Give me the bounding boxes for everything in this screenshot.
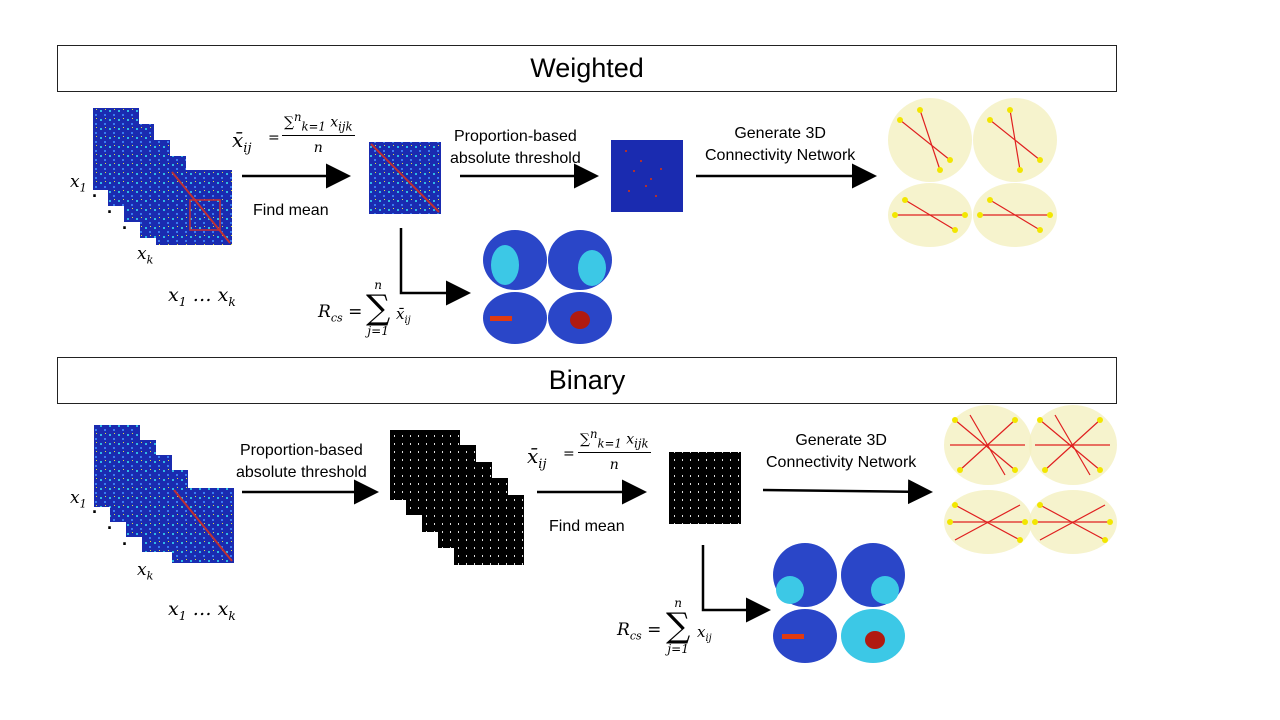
binary-title: Binary bbox=[548, 365, 626, 395]
weighted-rcs-lhs: Rcs = bbox=[318, 302, 363, 325]
weighted-rcs-sum: n ∑ j=1 bbox=[366, 278, 391, 338]
binary-brain-renderings bbox=[773, 543, 905, 663]
weighted-mean-fraction: ∑nk=1 xijk n bbox=[282, 110, 355, 157]
binary-thresholded-stack bbox=[390, 430, 524, 565]
binary-connectivity-network bbox=[944, 405, 1117, 554]
weighted-arrow-rcs bbox=[399, 228, 471, 306]
weighted-title: Weighted bbox=[530, 53, 644, 83]
binary-find-mean-label: Find mean bbox=[549, 518, 625, 535]
weighted-stack-first-label: x1 bbox=[70, 172, 87, 195]
weighted-find-mean-label: Find mean bbox=[253, 202, 329, 219]
binary-input-matrix-stack bbox=[94, 425, 234, 563]
binary-threshold-label: Proportion-based absolute threshold bbox=[236, 442, 367, 481]
stack-dot: · bbox=[122, 218, 128, 238]
weighted-connectivity-network bbox=[888, 98, 1057, 247]
binary-rcs-lhs: Rcs = bbox=[617, 620, 662, 643]
binary-stack-first-label: x1 bbox=[70, 488, 87, 511]
weighted-brain-renderings bbox=[483, 230, 612, 344]
weighted-mean-matrix bbox=[369, 142, 441, 214]
weighted-matrix-stack-graphic bbox=[93, 108, 232, 245]
matrix-layer-front bbox=[170, 170, 232, 245]
stack-dot: · bbox=[107, 518, 113, 538]
binary-rcs-sum: n ∑ j=1 bbox=[666, 596, 691, 656]
weighted-section-header: Weighted bbox=[57, 45, 1117, 92]
weighted-mean-lhs: x̄ij bbox=[232, 128, 252, 156]
binary-arrow-network bbox=[762, 479, 933, 505]
binary-mean-fraction: ∑nk=1 xijk n bbox=[578, 427, 651, 474]
weighted-range-label: x1 … xk bbox=[168, 284, 236, 309]
stack-dot: · bbox=[92, 186, 98, 206]
weighted-network-label: Generate 3D Connectivity Network bbox=[705, 125, 856, 164]
binary-mean-equals: = bbox=[563, 446, 575, 462]
binary-mean-lhs: x̄ij bbox=[527, 444, 547, 472]
weighted-stack-last-label: xk bbox=[137, 244, 154, 267]
binary-stack-last-label: xk bbox=[137, 560, 154, 583]
weighted-thresholded-matrix bbox=[611, 140, 683, 212]
binary-range-label: x1 … xk bbox=[168, 598, 236, 623]
stack-dot: · bbox=[122, 534, 128, 554]
binary-network-label: Generate 3D Connectivity Network bbox=[766, 432, 917, 471]
weighted-threshold-label: Proportion-based absolute threshold bbox=[450, 128, 581, 167]
weighted-mean-equals: = bbox=[268, 130, 280, 146]
binary-section-header: Binary bbox=[57, 357, 1117, 404]
binary-arrow-rcs bbox=[701, 545, 771, 623]
weighted-rcs-term: x̄ij bbox=[396, 305, 411, 326]
binary-rcs-term: xij bbox=[697, 623, 712, 644]
binary-mean-matrix bbox=[669, 452, 741, 524]
stack-dot: · bbox=[92, 502, 98, 522]
stack-dot: · bbox=[107, 202, 113, 222]
